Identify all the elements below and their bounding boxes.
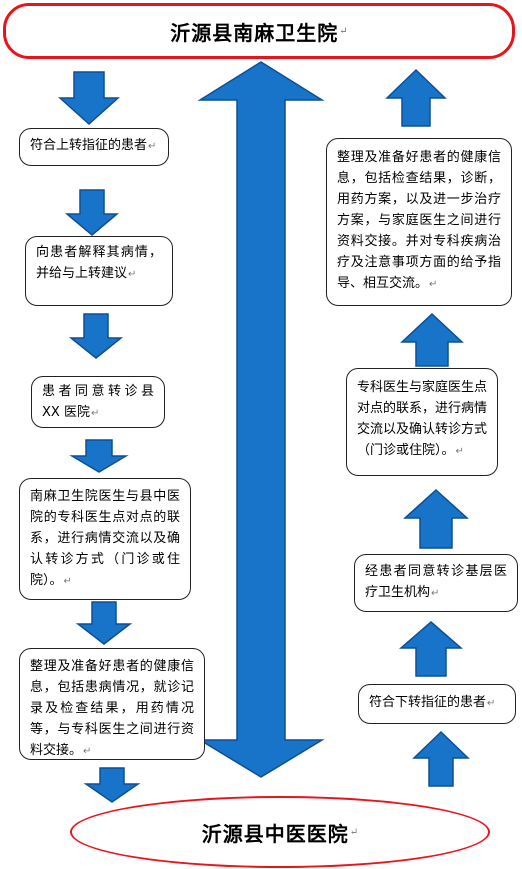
up-arrow-5 <box>412 730 470 787</box>
paragraph-mark: ↵ <box>63 576 72 587</box>
left-step-3: 患者同意转诊县 XX 医院↵ <box>31 376 165 428</box>
left-step-4-text: 南麻卫生院医生与县中医院的专科医生点对点的联系，进行病情交流以及确认转诊方式（门… <box>30 489 180 588</box>
down-arrow-5 <box>75 601 133 645</box>
left-step-5: 整理及准备好患者的健康信息，包括患病情况，就诊记录及检查结果，用药情况等，与专科… <box>19 648 205 760</box>
paragraph-mark: ↵ <box>148 141 157 152</box>
right-step-3: 专科医生与家庭医生点对点的联系，进行病情交流以及确认转诊方式（门诊或住院）。↵ <box>346 368 498 476</box>
top-hospital-node: 沂源县南麻卫生院↵ <box>3 3 515 59</box>
up-arrow-3 <box>403 488 469 549</box>
left-step-3-text: 患者同意转诊县 XX 医院 <box>42 384 154 420</box>
right-step-1-text: 符合下转指征的患者 <box>369 695 487 710</box>
top-title: 沂源县南麻卫生院 <box>170 20 339 45</box>
bottom-hospital-node: 沂源县中医医院↵ <box>70 796 490 868</box>
paragraph-mark: ↵ <box>431 588 440 599</box>
left-step-1: 符合上转指征的患者↵ <box>19 128 169 166</box>
left-step-2-text: 向患者解释其病情，并给与上转建议 <box>36 245 162 281</box>
down-arrow-4 <box>69 439 129 473</box>
right-step-2-text: 经患者同意转诊基层医疗卫生机构 <box>365 564 507 600</box>
right-step-1: 符合下转指征的患者↵ <box>358 684 516 724</box>
paragraph-mark: ↵ <box>349 826 359 838</box>
down-arrow-3 <box>68 313 124 359</box>
left-step-2: 向患者解释其病情，并给与上转建议↵ <box>25 236 173 306</box>
paragraph-mark: ↵ <box>455 446 464 457</box>
left-step-1-text: 符合上转指征的患者 <box>30 138 148 153</box>
right-step-2: 经患者同意转诊基层医疗卫生机构↵ <box>354 554 518 612</box>
paragraph-mark: ↵ <box>90 408 100 419</box>
left-step-5-text: 整理及准备好患者的健康信息，包括患病情况，就诊记录及检查结果，用药情况等，与专科… <box>30 659 194 758</box>
down-arrow-2 <box>64 189 120 236</box>
right-step-4: 整理及准备好患者的健康信息，包括检查结果，诊断，用药方案，以及进一步治疗方案，与… <box>326 138 512 306</box>
down-arrow-1 <box>58 71 120 126</box>
up-arrow-2 <box>400 312 464 367</box>
double-headed-arrow <box>197 61 325 778</box>
up-arrow-1 <box>385 68 447 127</box>
left-step-4: 南麻卫生院医生与县中医院的专科医生点对点的联系，进行病情交流以及确认转诊方式（门… <box>19 478 191 600</box>
paragraph-mark: ↵ <box>487 698 496 709</box>
right-step-3-text: 专科医生与家庭医生点对点的联系，进行病情交流以及确认转诊方式（门诊或住院）。 <box>357 380 488 458</box>
paragraph-mark: ↵ <box>429 279 438 290</box>
paragraph-mark: ↵ <box>339 25 348 37</box>
paragraph-mark: ↵ <box>128 269 137 280</box>
paragraph-mark: ↵ <box>83 746 92 757</box>
right-step-4-text: 整理及准备好患者的健康信息，包括检查结果，诊断，用药方案，以及进一步治疗方案，与… <box>337 150 501 291</box>
down-arrow-6 <box>83 767 141 803</box>
bottom-title: 沂源县中医医院 <box>201 821 349 846</box>
up-arrow-4 <box>398 621 464 677</box>
